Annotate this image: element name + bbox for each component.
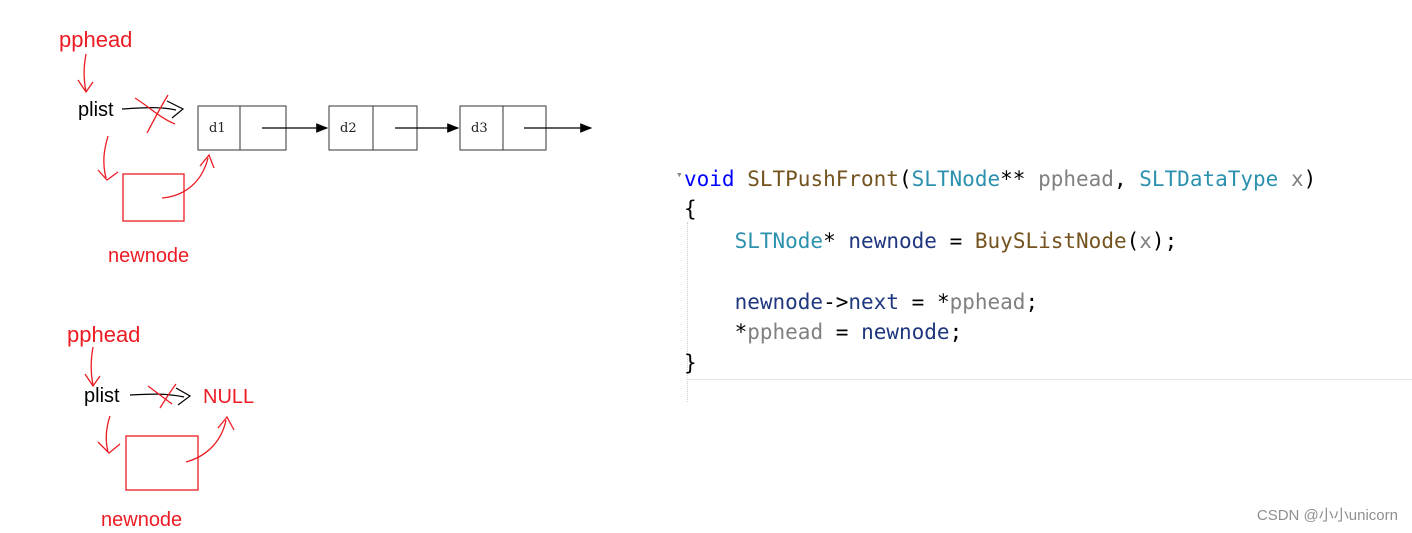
pointer-star: * — [823, 229, 836, 253]
pphead-label-top: pphead — [59, 27, 132, 52]
node-d2-label: d2 — [340, 121, 357, 136]
paren-open: ( — [898, 167, 912, 191]
semicolon: ; — [949, 320, 963, 344]
double-pointer: ** — [1000, 167, 1026, 191]
editor-divider — [686, 379, 1412, 380]
indent-guide — [687, 222, 688, 402]
deref-star: * — [936, 290, 950, 314]
newnode-label-bottom: newnode — [101, 509, 182, 531]
code-line-2: { — [684, 197, 697, 221]
param-pphead: pphead — [1038, 167, 1114, 191]
plist-label-bottom: plist — [84, 385, 120, 407]
var-newnode: newnode — [734, 290, 824, 314]
param-pphead: pphead — [949, 290, 1026, 314]
node-d1-label: d1 — [209, 121, 226, 136]
plist-to-newnode-arrow-bottom — [97, 415, 121, 454]
assign-op: = — [835, 320, 849, 344]
arg-x: x — [1139, 229, 1152, 253]
assign-op: = — [949, 229, 963, 253]
var-newnode: newnode — [848, 229, 937, 253]
plist-label-top: plist — [78, 99, 114, 121]
arrow-op: -> — [823, 290, 849, 314]
newnode-to-d1-arrow — [161, 153, 215, 199]
cross-mark-top — [134, 94, 176, 134]
function-buyslistnode: BuySListNode — [974, 229, 1127, 253]
newnode-box-top — [122, 173, 185, 222]
type-sltnode: SLTNode — [734, 229, 824, 253]
pphead-label-bottom: pphead — [67, 322, 140, 347]
pphead-to-plist-arrow-top — [77, 53, 94, 94]
var-newnode: newnode — [861, 320, 950, 344]
code-line-4: newnode->next = *pphead; — [684, 287, 1039, 317]
plist-to-d1-arrow — [121, 100, 185, 119]
bottom-diagram: pphead plist NULL newnode — [67, 322, 254, 531]
assign-op: = — [911, 290, 925, 314]
collapse-marker-icon: ▾ — [676, 168, 683, 181]
code-line-3: SLTNode* newnode = BuySListNode(x); — [684, 226, 1178, 256]
function-name: SLTPushFront — [747, 167, 899, 191]
code-editor: ▾ void SLTPushFront(SLTNode** pphead, SL… — [676, 160, 1412, 405]
newnode-box-bottom — [125, 435, 199, 491]
top-diagram: pphead plist d1 d2 d3 — [59, 27, 593, 267]
deref-star: * — [734, 320, 748, 344]
semicolon: ; — [1025, 290, 1039, 314]
newnode-label-top: newnode — [108, 245, 189, 267]
null-label: NULL — [203, 386, 254, 408]
cross-mark-bottom — [147, 383, 177, 409]
csdn-watermark: CSDN @小小unicorn — [1256, 507, 1398, 524]
field-next: next — [848, 290, 899, 314]
comma: , — [1113, 167, 1127, 191]
paren-close-semi: ); — [1151, 229, 1178, 253]
paren-close: ) — [1303, 167, 1317, 191]
code-line-6: } — [684, 351, 697, 375]
newnode-to-null-arrow — [185, 415, 235, 463]
type-sltdatatype: SLTDataType — [1139, 167, 1279, 191]
node-d3-label: d3 — [471, 121, 488, 136]
code-line-5: *pphead = newnode; — [684, 317, 963, 347]
plist-to-newnode-arrow-top — [97, 135, 119, 181]
keyword-void: void — [684, 167, 735, 191]
plist-to-null-arrow — [129, 387, 192, 406]
param-pphead: pphead — [747, 320, 824, 344]
code-line-1: void SLTPushFront(SLTNode** pphead, SLTD… — [684, 164, 1316, 194]
param-x: x — [1290, 167, 1304, 191]
pphead-to-plist-arrow-bottom — [84, 346, 101, 388]
paren-open: ( — [1126, 229, 1140, 253]
type-sltnode: SLTNode — [911, 167, 1001, 191]
